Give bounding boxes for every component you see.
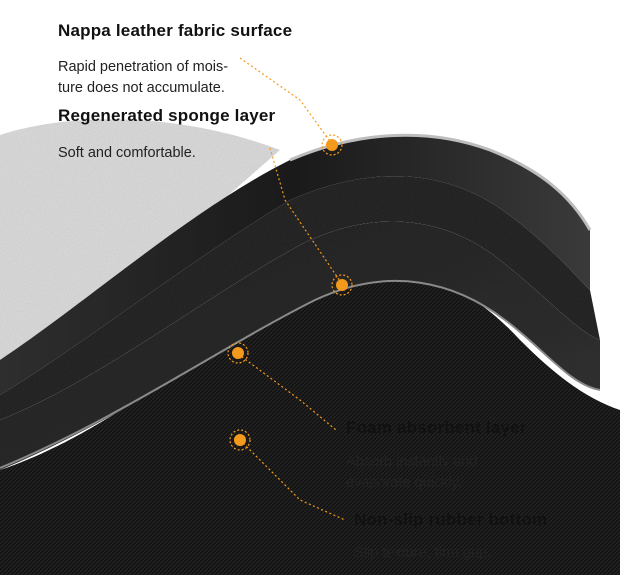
label-leather-desc: Rapid penetration of mois- ture does not… bbox=[58, 57, 228, 99]
label-leather-title: Nappa leather fabric surface bbox=[58, 21, 293, 40]
leader-line-leather bbox=[239, 57, 333, 145]
leader-line-sponge bbox=[269, 147, 343, 285]
callout-marker-rubber bbox=[229, 429, 251, 451]
label-foam-desc-line-2: evaporate quickly. bbox=[346, 475, 462, 491]
label-foam-title: Foam absorbent layer bbox=[346, 418, 527, 437]
label-sponge-desc: Soft and comfortable. bbox=[58, 143, 196, 164]
label-sponge-desc-line-1: Soft and comfortable. bbox=[58, 145, 196, 161]
callout-marker-leather bbox=[321, 134, 343, 156]
leader-line-foam bbox=[237, 353, 337, 431]
callout-marker-foam bbox=[227, 342, 249, 364]
leader-line-rubber bbox=[239, 439, 346, 521]
label-foam-desc-line-1: Absorb instantly and bbox=[346, 454, 478, 470]
callout-marker-sponge bbox=[331, 274, 353, 296]
label-rubber-desc-line-1: Slip texture, firm grip. bbox=[354, 545, 491, 561]
label-rubber-desc: Slip texture, firm grip. bbox=[354, 543, 491, 564]
sponge-layer bbox=[0, 176, 600, 420]
label-leather-desc-line-1: Rapid penetration of mois- bbox=[58, 59, 229, 75]
rubber-bottom-layer bbox=[0, 270, 620, 575]
leather-surface-layer bbox=[0, 135, 590, 395]
foam-absorbent-layer bbox=[0, 221, 600, 470]
label-leather-desc-line-2: ture does not accumulate. bbox=[58, 80, 225, 96]
label-sponge-title: Regenerated sponge layer bbox=[58, 106, 276, 125]
label-rubber-title: Non-slip rubber bottom bbox=[354, 510, 548, 529]
label-foam-desc: Absorb instantly and evaporate quickly. bbox=[346, 452, 477, 494]
